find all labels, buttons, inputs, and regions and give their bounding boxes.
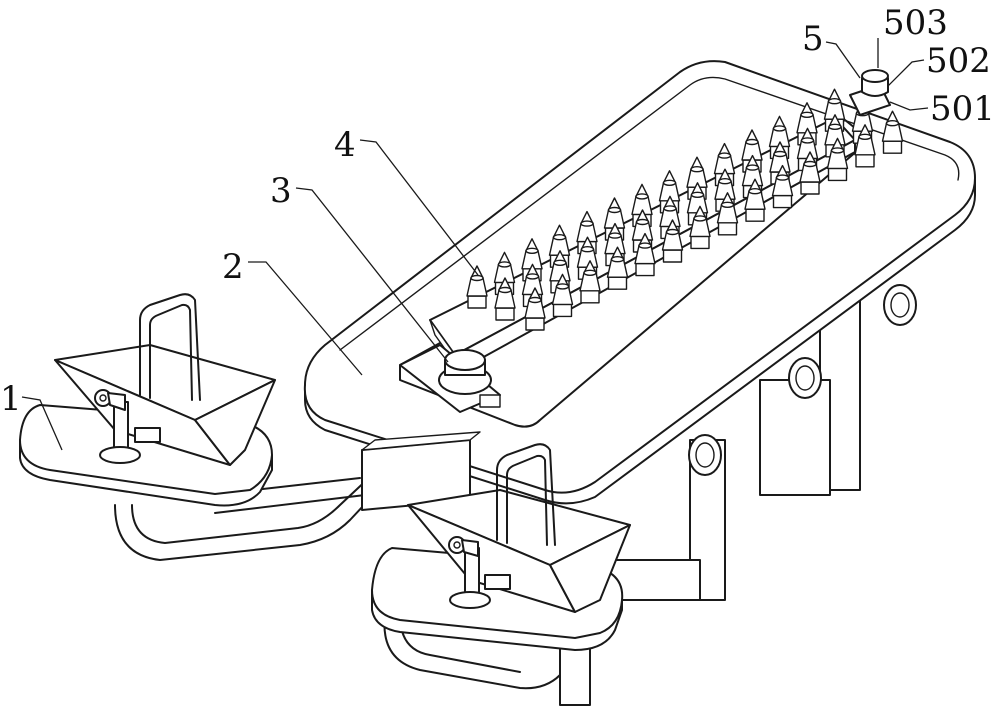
cone-nozzle: [689, 205, 711, 250]
cone-nozzle: [551, 273, 574, 318]
label-part-2: 2: [222, 247, 244, 287]
label-part-5: 5: [802, 19, 824, 59]
leader-lines: [21, 38, 929, 451]
label-part-501: 501: [930, 89, 995, 129]
cone-nozzle: [881, 110, 904, 154]
cone-nozzle: [716, 192, 739, 236]
label-part-503: 503: [883, 3, 948, 43]
label-part-1: 1: [0, 379, 22, 419]
support-frame: [559, 284, 917, 706]
cone-array: [466, 88, 904, 331]
cone-nozzle: [494, 277, 516, 321]
rail-clamp: [399, 344, 501, 413]
label-part-3: 3: [270, 171, 292, 211]
cone-nozzle: [823, 88, 846, 132]
cone-nozzle: [744, 178, 766, 222]
cone-nozzle: [606, 246, 629, 290]
cone-nozzle: [771, 164, 794, 209]
cone-nozzle: [661, 219, 684, 263]
cone-nozzle: [634, 232, 656, 277]
top-fitting: [849, 69, 891, 116]
label-part-502: 502: [926, 41, 991, 81]
label-part-4: 4: [334, 125, 356, 165]
front-hopper-unit: [371, 443, 631, 651]
left-hopper-unit: [19, 293, 276, 507]
cone-nozzle: [579, 260, 601, 304]
cone-nozzle: [466, 265, 488, 309]
cone-nozzle: [524, 287, 546, 331]
cone-nozzle: [854, 124, 876, 168]
cone-nozzle: [826, 137, 849, 182]
cone-nozzle: [799, 151, 821, 195]
